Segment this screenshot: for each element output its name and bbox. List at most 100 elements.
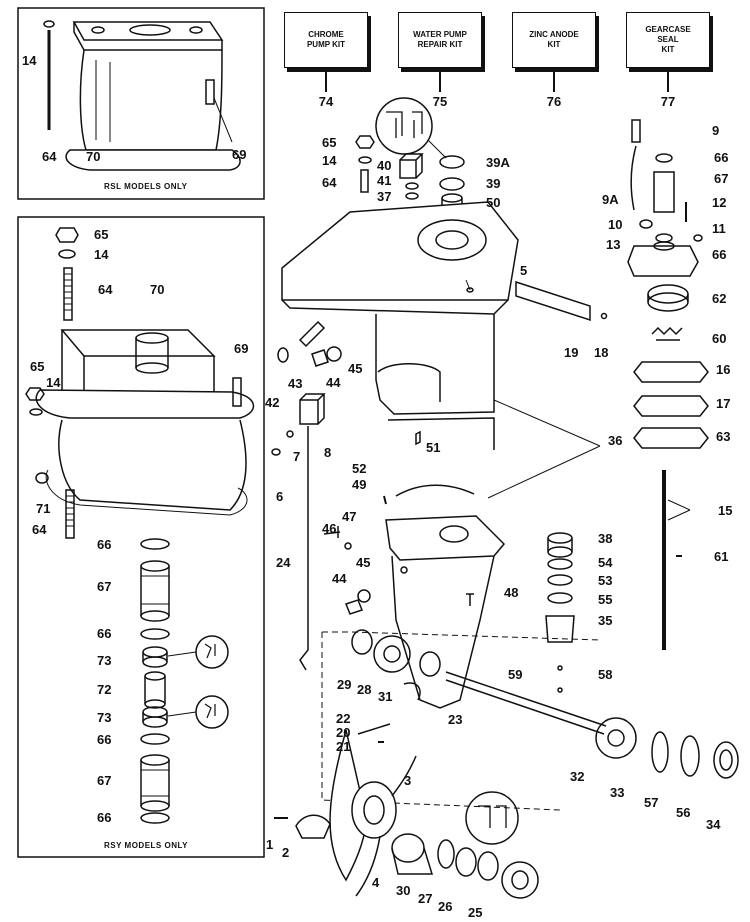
part-label: 45 [356, 555, 371, 570]
seal-26 [477, 851, 499, 881]
block-8 [299, 393, 326, 425]
part-label: 11 [712, 221, 726, 236]
grommet-10 [639, 219, 653, 229]
tube-9 [631, 119, 641, 143]
part-label: 44 [326, 375, 341, 390]
part-label: 25 [468, 905, 483, 920]
part-label: 64 [322, 175, 337, 190]
part-label: 15 [718, 503, 733, 518]
rsy-oring-1 [140, 538, 170, 550]
bearing-34 [713, 741, 739, 779]
part-label: 65 [322, 135, 337, 150]
tube-67 [653, 171, 675, 213]
anode-strip [515, 280, 591, 322]
screw-18 [600, 312, 608, 320]
part-label: 54 [598, 555, 613, 570]
washer-30 [437, 839, 455, 869]
pin-43 [298, 320, 326, 348]
part-label: 59 [508, 667, 523, 682]
part-label: 6 [276, 489, 284, 504]
gearcase-seal-kit-box: GEARCASE SEAL KIT [626, 12, 710, 68]
part-label: 67 [714, 171, 729, 186]
part-label: 57 [644, 795, 659, 810]
part-label: 1 [266, 837, 274, 852]
shift-rod [299, 426, 309, 671]
kit-number-77: 77 [660, 94, 676, 109]
kit-number-75: 75 [432, 94, 448, 109]
part-label: 14 [22, 53, 37, 68]
plate-17 [633, 395, 709, 417]
rsl-washer [43, 20, 55, 28]
rsy-models-caption: RSY MODELS ONLY [104, 841, 188, 850]
part-label: 50 [486, 195, 501, 210]
zinc-anode-kit-box: ZINC ANODE KIT [512, 12, 596, 68]
part-label: 8 [324, 445, 332, 460]
part-label: 66 [97, 732, 112, 747]
part-label: 31 [378, 689, 393, 704]
part-label: 23 [448, 712, 463, 727]
part-label: 22 [336, 711, 351, 726]
part-label: 63 [716, 429, 731, 444]
carrier-25 [501, 861, 539, 899]
gear-29-28 [351, 629, 411, 673]
part-label: 52 [352, 461, 367, 476]
rsy-nut [55, 227, 79, 243]
part-label: 2 [282, 845, 290, 860]
plug-42 [277, 347, 289, 363]
bearing-57 [651, 731, 669, 773]
pin-51 [415, 430, 421, 446]
part-label: 64 [42, 149, 57, 164]
part-label: 34 [706, 817, 721, 832]
part-label: 14 [94, 247, 109, 262]
washer-56 [680, 735, 700, 777]
part-label: 65 [30, 359, 45, 374]
tube-9a [630, 145, 637, 211]
rsy-adapter-housing [35, 329, 254, 516]
rsy-stud [63, 267, 73, 321]
part-label: 67 [97, 773, 112, 788]
part-label: 46 [322, 521, 337, 536]
clutch-31 [419, 651, 441, 677]
part-label: 14 [46, 375, 61, 390]
part-label: 32 [570, 769, 585, 784]
nut-2 [295, 814, 331, 839]
part-label: 9A [602, 192, 619, 207]
grommet-66b [655, 233, 673, 243]
pinion-35 [545, 615, 575, 643]
rsl-models-caption: RSL MODELS ONLY [104, 182, 188, 191]
part-label: 45 [348, 361, 363, 376]
part-label: 39A [486, 155, 510, 170]
part-label: 62 [712, 291, 727, 306]
part-label: 71 [36, 501, 51, 516]
link-22 [357, 723, 391, 735]
washer-45a [326, 346, 342, 362]
rsy-oring-4 [140, 812, 170, 824]
part-label: 20 [336, 725, 351, 740]
part-label: 13 [606, 237, 621, 252]
screw-46 [323, 526, 341, 538]
part-label: 38 [598, 531, 613, 546]
plug-44b [345, 599, 363, 615]
part-label: 69 [232, 147, 247, 162]
part-label: 72 [97, 682, 112, 697]
part-label: 49 [352, 477, 367, 492]
gearcase-housing [281, 201, 519, 450]
part-label: 73 [97, 653, 112, 668]
pump-housing-13 [627, 245, 699, 277]
part-label: 61 [714, 549, 729, 564]
part-label: 39 [486, 176, 501, 191]
insert-62 [647, 284, 689, 312]
part-label: 37 [377, 189, 392, 204]
part-label: 33 [610, 785, 625, 800]
rsy-oring-3 [140, 733, 170, 745]
rsy-tube-1 [140, 560, 170, 622]
part-label: 66 [97, 537, 112, 552]
rsy-seal-2 [142, 706, 168, 728]
washer-54 [547, 558, 573, 570]
washer-11 [693, 234, 703, 242]
rsl-exhaust-housing [65, 21, 241, 171]
part-label: 70 [150, 282, 165, 297]
part-label: 47 [342, 509, 357, 524]
rsy-bolt [232, 377, 242, 407]
gear-33 [595, 717, 637, 759]
